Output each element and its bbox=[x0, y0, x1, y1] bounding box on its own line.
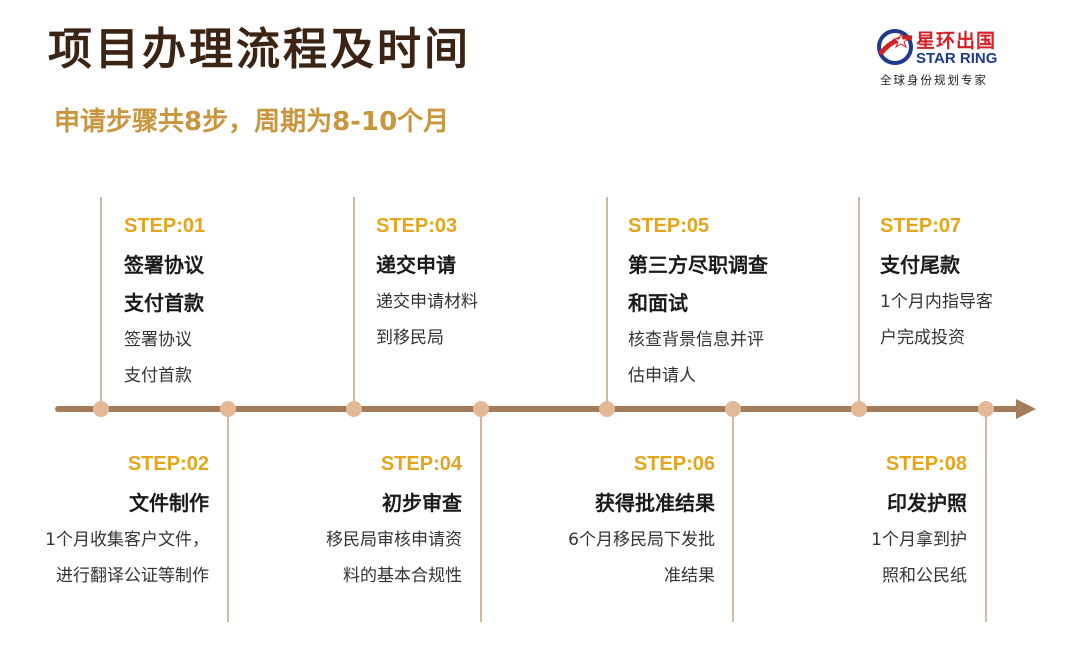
step-dot-4 bbox=[473, 401, 489, 417]
step-title: 第三方尽职调查 bbox=[628, 253, 768, 277]
step-title: 签署协议 bbox=[124, 253, 204, 277]
step-label: STEP:04 bbox=[380, 453, 462, 475]
star-ring-logo-icon bbox=[877, 29, 913, 65]
brand-logo: 星环出国 STAR RING 全球身份规划专家 bbox=[872, 26, 1022, 90]
step-description: 照和公民纸 bbox=[882, 566, 967, 586]
step-block-4: STEP:04 初步审查移民局审核申请资料的基本合规性 bbox=[326, 450, 462, 594]
step-dot-2 bbox=[220, 401, 236, 417]
step-description: 签署协议 bbox=[124, 330, 192, 350]
step-label: STEP:07 bbox=[880, 215, 962, 237]
step-block-5: STEP:05 第三方尽职调查和面试核查背景信息并评估申请人 bbox=[628, 212, 768, 394]
step-description: 估申请人 bbox=[628, 366, 696, 386]
step-dot-8 bbox=[978, 401, 994, 417]
step-description: 1个月收集客户文件， bbox=[45, 530, 209, 550]
step-title: 获得批准结果 bbox=[595, 491, 715, 515]
step-dot-6 bbox=[725, 401, 741, 417]
step-block-6: STEP:06 获得批准结果 6个月移民局下发批准结果 bbox=[568, 450, 715, 594]
step-description: 料的基本合规性 bbox=[343, 566, 462, 586]
logo-name-en: STAR RING bbox=[916, 50, 998, 67]
step-label: STEP:06 bbox=[633, 453, 715, 475]
step-description: 核查背景信息并评 bbox=[628, 330, 764, 350]
step-title: 递交申请 bbox=[376, 253, 456, 277]
step-title: 支付尾款 bbox=[880, 253, 960, 277]
step-block-7: STEP:07 支付尾款 1个月内指导客户完成投资 bbox=[880, 212, 993, 356]
logo-tagline: 全球身份规划专家 bbox=[880, 73, 988, 87]
step-description: 1个月内指导客 bbox=[880, 292, 993, 312]
step-dot-7 bbox=[851, 401, 867, 417]
step-title: 印发护照 bbox=[887, 491, 967, 515]
step-title: 初步审查 bbox=[382, 491, 462, 515]
step-description: 6个月移民局下发批 bbox=[568, 530, 715, 550]
logo-name-cn: 星环出国 bbox=[916, 30, 997, 52]
step-description: 到移民局 bbox=[376, 328, 444, 348]
page-title: 项目办理流程及时间 bbox=[48, 24, 471, 75]
step-description: 支付首款 bbox=[124, 366, 192, 386]
step-block-3: STEP:03 递交申请递交申请材料到移民局 bbox=[376, 212, 478, 356]
step-dot-3 bbox=[346, 401, 362, 417]
step-description: 准结果 bbox=[664, 566, 715, 586]
step-description: 移民局审核申请资 bbox=[326, 530, 462, 550]
step-description: 户完成投资 bbox=[880, 328, 965, 348]
step-description: 递交申请材料 bbox=[376, 292, 478, 312]
step-dot-5 bbox=[599, 401, 615, 417]
step-description: 进行翻译公证等制作 bbox=[56, 566, 209, 586]
page-subtitle: 申请步骤共8步，周期为8-10个月 bbox=[54, 107, 450, 137]
step-dot-1 bbox=[93, 401, 109, 417]
step-label: STEP:02 bbox=[127, 453, 209, 475]
step-description: 1个月拿到护 bbox=[871, 530, 967, 550]
step-block-2: STEP:02 文件制作 1个月收集客户文件， 进行翻译公证等制作 bbox=[45, 450, 209, 594]
step-title: 支付首款 bbox=[124, 291, 204, 315]
step-label: STEP:01 bbox=[124, 215, 206, 237]
step-label: STEP:08 bbox=[885, 453, 967, 475]
step-label: STEP:03 bbox=[376, 215, 458, 237]
step-label: STEP:05 bbox=[628, 215, 710, 237]
timeline-arrow-icon bbox=[1016, 399, 1036, 419]
step-block-8: STEP:08 印发护照 1个月拿到护照和公民纸 bbox=[871, 450, 967, 594]
step-title: 文件制作 bbox=[129, 491, 209, 515]
step-title: 和面试 bbox=[628, 291, 688, 315]
